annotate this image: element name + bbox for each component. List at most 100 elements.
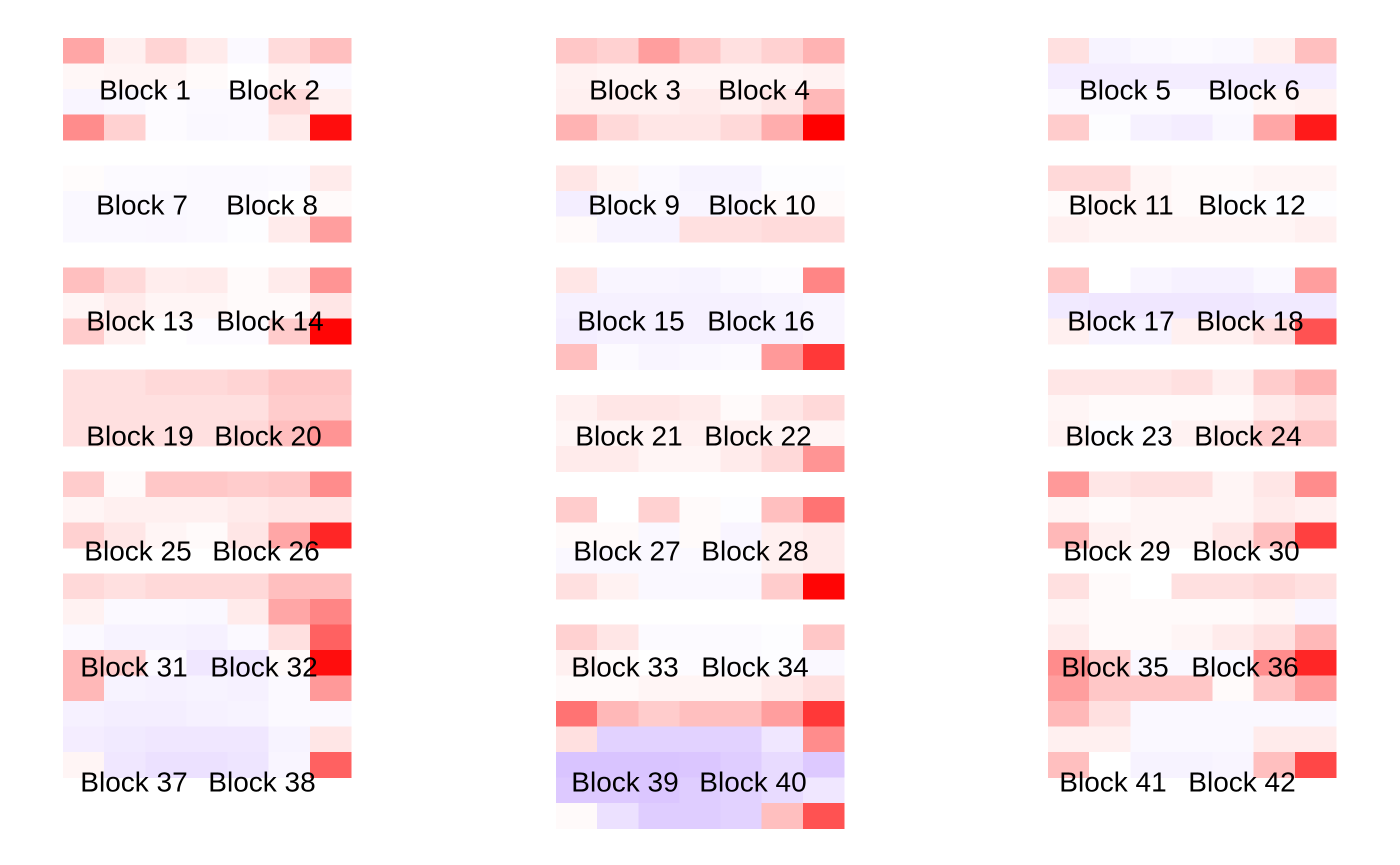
heatmap-cell	[1253, 89, 1296, 116]
heatmap-cell	[145, 318, 188, 345]
heatmap-cell	[104, 38, 146, 65]
block-label: Block 15	[577, 306, 684, 337]
heatmap-cell	[597, 267, 639, 294]
heatmap-cell	[1294, 267, 1337, 294]
heatmap-cell	[63, 650, 105, 677]
heatmap-cell	[186, 318, 229, 345]
block-label: Block 36	[1191, 652, 1298, 683]
block-label: Block 11	[1068, 190, 1173, 221]
heatmap-cell	[761, 752, 804, 779]
heatmap-cell	[1130, 650, 1173, 677]
heatmap-cell	[1089, 63, 1131, 90]
heatmap-cell	[1130, 293, 1173, 320]
heatmap-cell	[802, 573, 845, 600]
heatmap-cell	[186, 267, 229, 294]
heatmap-cell	[268, 650, 311, 677]
heatmap-cell	[1294, 318, 1337, 345]
heatmap-cell	[1171, 675, 1214, 702]
heatmap-cell	[186, 497, 229, 524]
heatmap-cell	[145, 624, 188, 651]
heatmap-cell	[679, 38, 722, 65]
heatmap-cell	[268, 369, 311, 396]
heatmap-cell	[1048, 420, 1090, 447]
heatmap-cell	[802, 165, 845, 192]
heatmap-cell	[1253, 293, 1296, 320]
heatmap-cell	[1171, 599, 1214, 626]
heatmap-cell	[1048, 114, 1090, 141]
heatmap-cell	[802, 63, 845, 90]
heatmap-cell	[1130, 701, 1173, 728]
heatmap-cell	[1130, 752, 1173, 779]
heatmap-cell	[268, 599, 311, 626]
heatmap-cell	[309, 701, 352, 728]
heatmap-cell	[638, 191, 681, 218]
heatmap-cell	[63, 599, 105, 626]
heatmap-cell	[597, 701, 639, 728]
heatmap-cell	[186, 38, 229, 65]
heatmap-cell	[1212, 369, 1255, 396]
heatmap-cell	[186, 114, 229, 141]
heatmap-cell	[679, 293, 722, 320]
heatmap-cell	[268, 216, 311, 243]
heatmap-cell	[1130, 471, 1173, 498]
heatmap-cell	[597, 395, 639, 422]
heatmap-cell	[186, 624, 229, 651]
heatmap-cell	[145, 497, 188, 524]
heatmap-cell	[104, 420, 146, 447]
heatmap-cell	[761, 522, 804, 549]
heatmap-cell	[761, 293, 804, 320]
heatmap-cell	[1048, 599, 1090, 626]
heatmap-cell	[186, 293, 229, 320]
heatmap-cell	[186, 650, 229, 677]
heatmap-cell	[638, 63, 681, 90]
heatmap-cell	[1089, 293, 1131, 320]
heatmap-cell	[63, 267, 105, 294]
heatmap-cell	[145, 191, 188, 218]
heatmap-cell	[268, 573, 311, 600]
heatmap-cell	[227, 114, 270, 141]
heatmap-cell	[145, 267, 188, 294]
heatmap-cell	[227, 38, 270, 65]
heatmap-cell	[720, 701, 763, 728]
heatmap-cell	[679, 624, 722, 651]
heatmap-cell	[720, 293, 763, 320]
block-label: Block 5	[1079, 75, 1171, 106]
heatmap-cell	[802, 267, 845, 294]
heatmap-cell	[761, 267, 804, 294]
heatmap-cell	[1089, 522, 1131, 549]
heatmap-cell	[1212, 293, 1255, 320]
heatmap-cell	[145, 369, 188, 396]
block-label: Block 34	[701, 652, 808, 683]
heatmap-cell	[597, 318, 639, 345]
heatmap-cell	[227, 522, 270, 549]
heatmap-cell	[1212, 573, 1255, 600]
heatmap-cell	[1212, 63, 1255, 90]
heatmap-cell	[309, 573, 352, 600]
heatmap-cell	[1253, 573, 1296, 600]
heatmap-cell	[268, 752, 311, 779]
heatmap-cell	[227, 89, 270, 116]
heatmap-cell	[761, 803, 804, 830]
heatmap-cell	[761, 114, 804, 141]
heatmap-cell	[1130, 318, 1173, 345]
heatmap-cell	[268, 420, 311, 447]
heatmap-cell	[638, 293, 681, 320]
heatmap-cell	[1048, 165, 1090, 192]
heatmap-cell	[186, 726, 229, 753]
heatmap-cell	[638, 395, 681, 422]
heatmap-cell	[145, 216, 188, 243]
heatmap-cell	[761, 420, 804, 447]
heatmap-cell	[145, 38, 188, 65]
heatmap-cell	[268, 63, 311, 90]
heatmap-cell	[1089, 38, 1131, 65]
heatmap-cell	[761, 344, 804, 371]
heatmap-cell	[556, 522, 598, 549]
heatmap-cell	[556, 624, 598, 651]
heatmap-cell	[1253, 267, 1296, 294]
heatmap-cell	[802, 318, 845, 345]
heatmap-cell	[63, 191, 105, 218]
heatmap-cell	[556, 420, 598, 447]
heatmap-cell	[1212, 522, 1255, 549]
heatmap-cell	[638, 675, 681, 702]
heatmap-cell	[186, 420, 229, 447]
